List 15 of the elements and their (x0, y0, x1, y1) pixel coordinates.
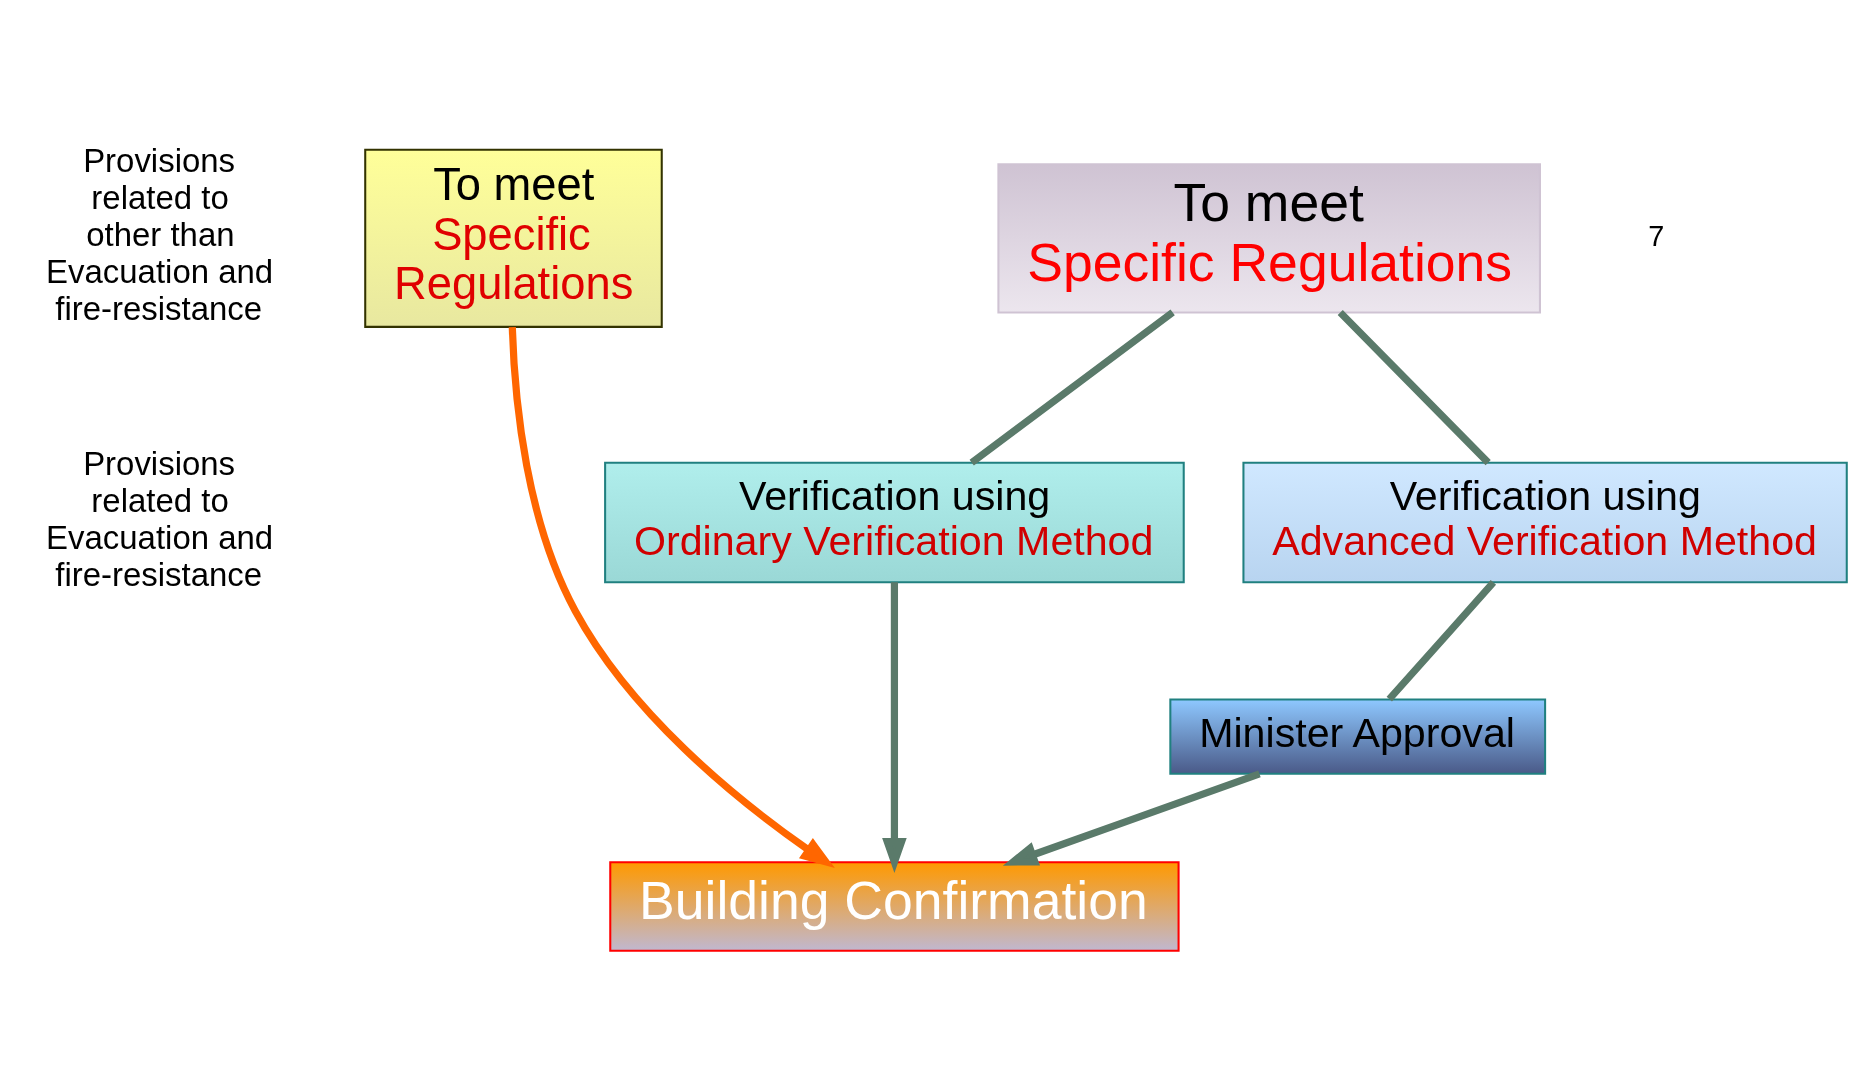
node-box: Verification using Ordinary Verification Method (604, 461, 1185, 583)
node-text: Provisions related to Evacuation and fire-resistance (46, 444, 274, 593)
node-box: Minister Approval (1169, 698, 1547, 775)
arrow (882, 581, 907, 873)
node-text: Provisions related to other than Evacuation and fire-resistance (46, 141, 274, 327)
node-box: To meet Specific Regulations (997, 162, 1541, 313)
node-box: Building Confirmation (609, 860, 1180, 952)
node-box: Verification using Advanced Verification Method (1242, 461, 1848, 583)
arrow (508, 326, 835, 868)
connector (1337, 309, 1491, 465)
node-box: To meet Specific Regulations (364, 148, 663, 328)
label: 7 (1648, 219, 1665, 252)
arrow (1002, 769, 1261, 866)
connector (1386, 579, 1497, 702)
connector (969, 309, 1175, 465)
